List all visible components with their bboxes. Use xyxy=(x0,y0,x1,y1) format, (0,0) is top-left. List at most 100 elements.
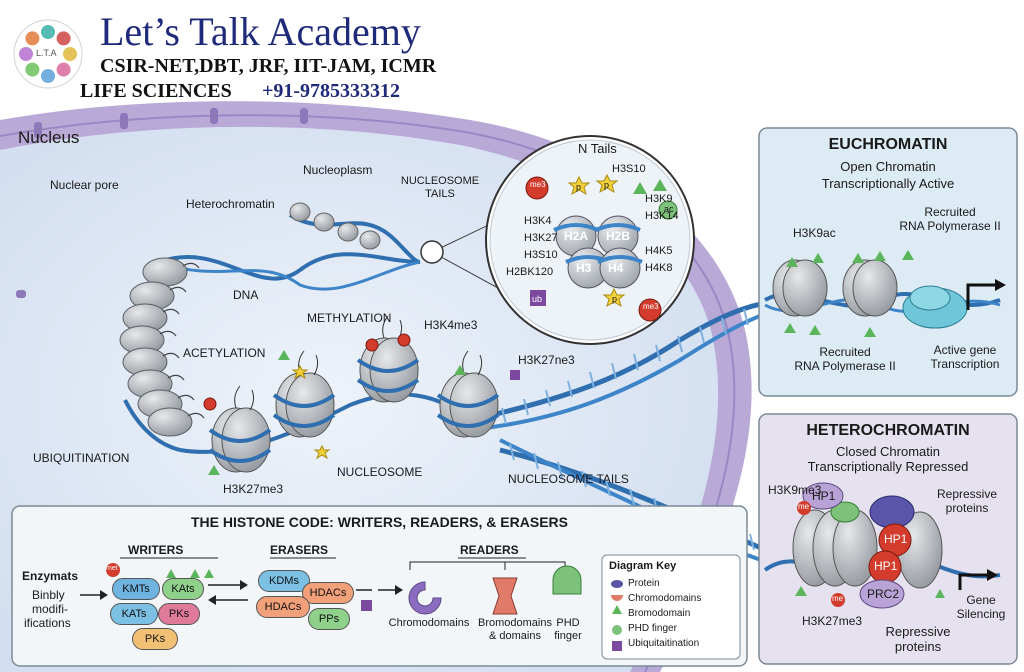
me-badge-1: me xyxy=(798,502,810,511)
eraser-pill-2: HDACs xyxy=(256,596,310,618)
n-tail-left-3: H2BK120 xyxy=(506,266,554,278)
binbly-line-2: modifi- xyxy=(32,602,69,616)
n-tails-title: N Tails xyxy=(578,141,617,156)
histone-h2a: H2A xyxy=(564,229,589,243)
acetylation-label: ACETYLATION xyxy=(183,346,266,360)
n-tail-left-0: H3K4 xyxy=(524,215,552,227)
phone-number: +91-9785333312 xyxy=(262,80,401,102)
badge-me3-bottom: me3 xyxy=(643,302,659,311)
histone-h2b: H2B xyxy=(606,229,631,243)
heterochromatin-title: HETEROCHROMATIN xyxy=(806,422,970,439)
histone-code-title: THE HISTONE CODE: WRITERS, READERS, & ER… xyxy=(190,514,568,530)
h3k4me3-label: H3K4me3 xyxy=(424,318,478,332)
diagram-key-title: Diagram Key xyxy=(609,560,677,572)
exam-list: CSIR-NET,DBT, JRF, IIT-JAM, ICMR xyxy=(100,55,437,77)
key-item-4: Ubiquitaitination xyxy=(628,638,700,649)
recruited-pol-top-1: Recruited xyxy=(924,205,976,219)
recruited-pol-top-2: RNA Polymerase II xyxy=(899,219,1001,233)
n-tails-top-label: H3S10 xyxy=(612,163,646,175)
nuclear-pores xyxy=(16,108,308,298)
nucleosome-tails-bottom-label: NUCLEOSOME TAILS xyxy=(508,472,629,486)
repressive-proteins-bottom-1: Repressive xyxy=(885,624,951,639)
euchromatin-subtitle-1: Open Chromatin xyxy=(840,159,936,174)
eraser-pill-3: PPs xyxy=(308,608,350,630)
readers-heading: READERS xyxy=(460,543,519,557)
heterochromatin-subtitle-1: Closed Chromatin xyxy=(835,444,941,459)
nucleosome-column xyxy=(119,257,205,437)
subject-label: LIFE SCIENCES xyxy=(80,80,232,102)
binbly-line-3: ifications xyxy=(24,616,71,630)
hp1-label-top: HP1 xyxy=(812,489,836,503)
academy-logo xyxy=(13,19,83,89)
h3k27me3-label: H3K27me3 xyxy=(223,482,284,496)
diagram-key-art xyxy=(601,554,741,660)
recruited-pol-bottom-1: Recruited xyxy=(819,345,871,359)
histone-h4: H4 xyxy=(608,261,624,275)
n-tail-right-0: H3K9 xyxy=(645,193,673,205)
histone-code-art xyxy=(11,505,748,667)
active-gene-1: Active gene xyxy=(933,343,997,357)
met-badge: met xyxy=(106,565,118,572)
badge-ub: ub xyxy=(532,294,543,304)
n-tail-right-1: H3K14 xyxy=(645,210,679,222)
eraser-pill-1: HDACs xyxy=(302,582,354,604)
reader-label-1-line1: Bromodomains xyxy=(478,617,552,629)
prc2-label: PRC2 xyxy=(867,587,900,601)
writer-pill-2: KATs xyxy=(110,603,158,625)
heterochromatin-art xyxy=(758,413,1018,665)
writer-pill-4: PKs xyxy=(132,628,178,650)
writers-heading: WRITERS xyxy=(128,543,184,557)
badge-ac: ac xyxy=(664,204,674,214)
badge-me3-top: me3 xyxy=(530,180,546,189)
erasers-heading: ERASERS xyxy=(270,543,329,557)
repressive-proteins-top-1: Repressive xyxy=(936,487,998,501)
n-tail-right-3: H4K8 xyxy=(645,262,673,274)
h3k27me3-het-label: H3K27me3 xyxy=(802,614,863,628)
nucleosome-label: NUCLEOSOME xyxy=(337,465,423,479)
large-nucleosomes xyxy=(203,315,520,475)
reader-label-2-line2: finger xyxy=(554,630,582,642)
writer-pill-1: KAts xyxy=(162,578,204,600)
nucleoplasm-label: Nucleoplasm xyxy=(303,163,373,177)
heterochromatin-coil xyxy=(289,202,381,250)
euchromatin-art xyxy=(758,127,1018,397)
key-item-1: Chromodomains xyxy=(628,593,702,604)
n-tail-left-2: H3S10 xyxy=(524,249,558,261)
binbly-line-1: Binbly xyxy=(32,588,65,602)
h3k9me3-label: H3K9me3 xyxy=(768,483,822,497)
hp1-label-bottom: HP1 xyxy=(874,559,898,573)
n-tail-left-1: H3K27 xyxy=(524,232,558,244)
logo-text: L.T.A xyxy=(36,48,57,58)
dna-label: DNA xyxy=(233,288,259,302)
nucleus-label: Nucleus xyxy=(18,128,80,147)
reader-label-1-line2: & domains xyxy=(489,630,541,642)
heterochromatin-subtitle-2: Transcriptionally Repressed xyxy=(807,459,969,474)
gene-silencing-1: Gene xyxy=(966,593,996,607)
hp1-label-mid: HP1 xyxy=(884,532,908,546)
ubiquitination-label: UBIQUITINATION xyxy=(33,451,130,465)
heterochromatin-label: Heterochromatin xyxy=(186,197,275,211)
enzymats-label: Enzymats xyxy=(22,569,79,583)
key-item-0: Protein xyxy=(628,578,660,589)
h3k9ac-label: H3K9ac xyxy=(793,226,836,240)
euchromatin-title: EUCHROMATIN xyxy=(828,136,948,153)
reader-label-2-line1: PHD xyxy=(556,617,580,629)
recruited-pol-bottom-2: RNA Polymerase II xyxy=(794,359,896,373)
badge-p-3: p xyxy=(612,294,618,304)
histone-octamer xyxy=(525,173,678,322)
euchromatin-acetyl-marks xyxy=(784,250,914,337)
academy-title: Let’s Talk Academy xyxy=(100,9,421,54)
methylation-label: METHYLATION xyxy=(307,311,392,325)
writer-pill-0: KMTs xyxy=(112,578,160,600)
h3k27ne3-label: H3K27ne3 xyxy=(518,353,575,367)
active-gene-2: Transcription xyxy=(930,357,1000,371)
me-badge-2: me xyxy=(832,594,844,603)
badge-p-2: p xyxy=(604,180,610,190)
key-item-2: Bromodomain xyxy=(628,608,691,619)
badge-p-1: p xyxy=(576,182,582,192)
histone-h3: H3 xyxy=(576,261,592,275)
repressive-proteins-top-2: proteins xyxy=(945,501,989,515)
n-tail-right-2: H4K5 xyxy=(645,245,673,257)
nucleosome-tails-top-label: NUCLEOSOME TAILS xyxy=(400,175,480,200)
